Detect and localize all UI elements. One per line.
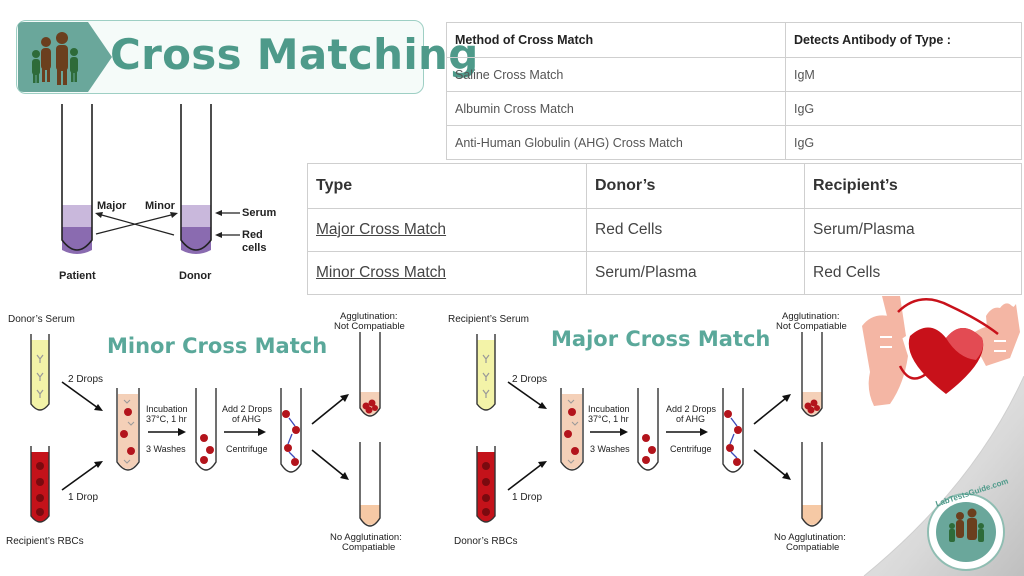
donor-tube xyxy=(180,104,212,254)
ahg-label: Add 2 Drops xyxy=(222,404,273,414)
table-row: Anti-Human Globulin (AHG) Cross Match Ig… xyxy=(446,125,1022,160)
not-compatible-label: Not Compatiable xyxy=(334,321,405,332)
minor-arrow xyxy=(97,213,175,236)
ahg-label: of AHG xyxy=(232,414,262,424)
rbc-tube xyxy=(30,446,50,523)
major-cross-match-heading: Major Cross Match xyxy=(551,327,771,351)
rbc-source-label: Recipient’s RBCs xyxy=(6,536,84,547)
table-cell: Serum/Plasma xyxy=(804,208,1022,252)
table-row: Saline Cross Match IgM xyxy=(446,57,1022,92)
donor-label: Donor xyxy=(179,270,212,282)
blood-donation-illustration xyxy=(862,296,1020,406)
major-label: Major xyxy=(97,200,127,212)
agglutinated-tube xyxy=(801,332,823,417)
washes-label: 3 Washes xyxy=(590,444,630,454)
mixing-tube xyxy=(116,388,140,471)
table-cell: Minor Cross Match xyxy=(307,251,587,295)
washed-tube xyxy=(195,388,217,471)
agglutination-label: Agglutination: xyxy=(782,311,840,322)
one-drop-label: 1 Drop xyxy=(68,492,99,503)
centrifuge-label: Centrifuge xyxy=(226,444,268,454)
patient-donor-tubes-diagram xyxy=(61,104,240,254)
washes-label: 3 Washes xyxy=(146,444,186,454)
type-table: Type Donor’s Recipient’s Major Cross Mat… xyxy=(307,163,1022,295)
major-cross-match-link[interactable]: Major Cross Match xyxy=(316,221,447,238)
serum-source-label: Recipient’s Serum xyxy=(448,314,529,325)
table-header-row: Method of Cross Match Detects Antibody o… xyxy=(446,22,1022,58)
red-cells-label: cells xyxy=(242,242,267,254)
one-drop-label: 1 Drop xyxy=(512,492,543,503)
agglutinated-tube xyxy=(359,332,381,417)
table-cell: IgG xyxy=(785,125,1022,160)
compatible-tube xyxy=(359,442,381,527)
compatible-label: Compatiable xyxy=(786,542,840,553)
column-header: Donor’s xyxy=(586,163,805,209)
rbc-tube xyxy=(476,446,496,523)
incubation-label: Incubation xyxy=(588,404,630,414)
serum-tube xyxy=(476,334,496,411)
compatible-label: Compatiable xyxy=(342,542,396,553)
mixing-tube xyxy=(560,388,584,471)
table-cell: Saline Cross Match xyxy=(446,57,786,92)
column-header: Detects Antibody of Type : xyxy=(785,22,1022,58)
table-cell: Serum/Plasma xyxy=(586,251,805,295)
ahg-tube xyxy=(280,388,302,473)
ahg-tube xyxy=(722,388,744,473)
table-cell: Anti-Human Globulin (AHG) Cross Match xyxy=(446,125,786,160)
incubation-label: Incubation xyxy=(146,404,188,414)
labtestsguide-logo-icon xyxy=(927,493,1005,571)
no-agglutination-label: No Agglutination: xyxy=(330,532,402,543)
column-header: Method of Cross Match xyxy=(446,22,786,58)
compatible-tube xyxy=(801,442,823,527)
agglutination-label: Agglutination: xyxy=(340,311,398,322)
serum-tube xyxy=(30,334,50,411)
patient-label: Patient xyxy=(59,270,96,282)
minor-cross-match-diagram xyxy=(30,332,381,527)
table-cell: Albumin Cross Match xyxy=(446,91,786,126)
table-cell: IgG xyxy=(785,91,1022,126)
serum-label: Serum xyxy=(242,207,277,219)
rbc-source-label: Donor’s RBCs xyxy=(454,536,518,547)
ahg-label: of AHG xyxy=(676,414,706,424)
table-header-row: Type Donor’s Recipient’s xyxy=(307,163,1022,209)
two-drops-label: 2 Drops xyxy=(512,374,548,385)
incubation-temp-label: 37°C, 1 hr xyxy=(588,414,629,424)
not-compatible-label: Not Compatiable xyxy=(776,321,847,332)
centrifuge-label: Centrifuge xyxy=(670,444,712,454)
minor-label: Minor xyxy=(145,200,175,212)
column-header: Type xyxy=(307,163,587,209)
table-cell: Major Cross Match xyxy=(307,208,587,252)
two-drops-label: 2 Drops xyxy=(68,374,104,385)
washed-tube xyxy=(637,388,659,471)
method-table: Method of Cross Match Detects Antibody o… xyxy=(446,22,1022,160)
table-row: Albumin Cross Match IgG xyxy=(446,91,1022,126)
family-logo-icon xyxy=(18,22,112,92)
red-cells-label: Red xyxy=(242,229,263,241)
column-header: Recipient’s xyxy=(804,163,1022,209)
minor-cross-match-link[interactable]: Minor Cross Match xyxy=(316,264,447,281)
table-row: Major Cross Match Red Cells Serum/Plasma xyxy=(307,208,1022,252)
no-agglutination-label: No Agglutination: xyxy=(774,532,846,543)
page-title: Cross Matching xyxy=(110,30,479,79)
table-row: Minor Cross Match Serum/Plasma Red Cells xyxy=(307,251,1022,295)
major-cross-match-diagram xyxy=(476,332,823,527)
table-cell: Red Cells xyxy=(804,251,1022,295)
ahg-label: Add 2 Drops xyxy=(666,404,717,414)
table-cell: Red Cells xyxy=(586,208,805,252)
incubation-temp-label: 37°C, 1 hr xyxy=(146,414,187,424)
patient-tube xyxy=(61,104,93,254)
minor-cross-match-heading: Minor Cross Match xyxy=(107,334,328,358)
serum-source-label: Donor’s Serum xyxy=(8,314,75,325)
table-cell: IgM xyxy=(785,57,1022,92)
